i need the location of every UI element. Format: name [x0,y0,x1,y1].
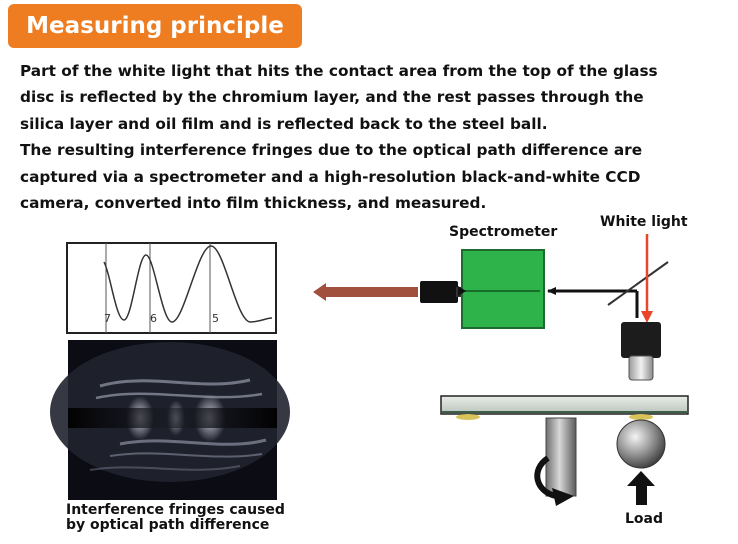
section-heading-badge: Measuring principle [8,4,302,48]
description-text: Part of the white light that hits the co… [20,58,730,216]
spectrum-curve [103,245,273,323]
spectrum-plot: 7 6 5 [66,242,277,334]
objective-lens [621,322,661,381]
spectrometer [458,249,545,329]
spectrometer-label: Spectrometer [449,224,558,240]
fringe-image [50,340,290,500]
white-light-arrow [641,234,653,323]
load-label: Load [625,511,664,527]
fringes-caption-line: by optical path difference [66,517,270,533]
output-arrow [313,283,418,301]
rotation-arrow [534,455,557,499]
load-arrow [627,471,655,505]
description-line: disc is reflected by the chromium layer,… [20,88,644,107]
description-line: camera, converted into film thickness, a… [20,194,487,213]
drive-shaft [534,417,577,506]
description-line: captured via a spectrometer and a high-r… [20,167,641,186]
description-line: The resulting interference fringes due t… [20,141,643,160]
light-path [547,261,669,318]
white-light-label: White light [600,214,688,230]
fringes-caption: Interference fringes caused by optical p… [66,503,285,533]
beam-splitter [607,261,669,306]
glass-disc [440,395,689,420]
ccd-camera [420,281,458,303]
description-line: Part of the white light that hits the co… [20,62,658,80]
fringe-order-label: 6 [150,312,157,325]
fringe-order-label: 7 [104,312,111,325]
fringe-order-label: 5 [212,312,219,325]
fringes-caption-line: Interference fringes caused [66,502,285,518]
steel-ball [616,419,666,469]
description-line: silica layer and oil film and is reflect… [20,114,548,133]
section-heading: Measuring principle [26,13,284,39]
